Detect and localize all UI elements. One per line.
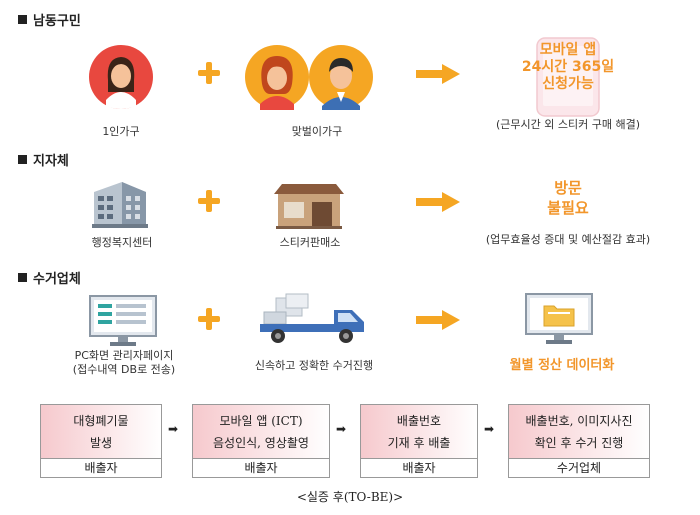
section-title-municipality: 지자체: [18, 150, 69, 169]
working-man-icon: [309, 45, 373, 110]
dual-income-label: 맞벌이가구: [291, 125, 343, 138]
collection-truck-icon: [260, 293, 364, 343]
plus-icon: [198, 62, 220, 84]
admin-building-icon: [92, 182, 148, 228]
flow-step-4: 배출번호, 이미지사진 확인 후 수거 진행 수거업체: [508, 404, 650, 478]
arrow-right-icon: [416, 64, 460, 84]
bullet-square-icon: [18, 15, 27, 24]
residents-note: (근무시간 외 스티커 구매 해결): [495, 118, 640, 131]
flow-step-1-actor: 배출자: [41, 458, 161, 477]
bullet-square-icon: [18, 273, 27, 282]
smartphone-icon: [536, 37, 600, 117]
section-title-collector: 수거업체: [18, 268, 81, 287]
plus-icon: [198, 190, 220, 212]
municipality-note: (업무효율성 증대 및 예산절감 효과): [485, 233, 651, 246]
flow-arrow-icon: ➡: [336, 422, 347, 436]
arrow-right-icon: [416, 310, 460, 330]
flow-step-2-actor: 배출자: [193, 458, 329, 477]
flow-step-2: 모바일 앱 (ICT) 음성인식, 영상촬영 배출자: [192, 404, 330, 478]
flow-step-3: 배출번호 기재 후 배출 배출자: [360, 404, 478, 478]
data-folder-monitor-icon: [525, 293, 593, 344]
pc-admin-label: PC화면 관리자페이지 (접수내역 DB로 전송): [72, 349, 176, 376]
sticker-store-label: 스티커판매소: [279, 236, 341, 249]
working-woman-icon: [245, 45, 309, 110]
bullet-square-icon: [18, 155, 27, 164]
mobile-app-result: 모바일 앱 24시간 365일 신청가능: [521, 42, 615, 92]
section-title-residents: 남동구민: [18, 10, 81, 29]
plus-icon: [198, 308, 220, 330]
single-household-label: 1인가구: [102, 125, 140, 138]
arrow-right-icon: [416, 192, 460, 212]
flow-step-1: 대형폐기물 발생 배출자: [40, 404, 162, 478]
flow-arrow-icon: ➡: [484, 422, 495, 436]
diagram-caption: <실증 후(TO-BE)>: [296, 490, 404, 504]
monthly-settlement-result: 월별 정산 데이터화: [509, 358, 615, 373]
admin-center-label: 행정복지센터: [91, 236, 153, 249]
flow-arrow-icon: ➡: [168, 422, 179, 436]
no-visit-result: 방문 불필요: [547, 179, 589, 217]
single-household-icon: [89, 45, 153, 109]
sticker-store-icon: [274, 184, 344, 229]
flow-step-3-actor: 배출자: [361, 458, 477, 477]
truck-label: 신속하고 정확한 수거진행: [254, 359, 374, 372]
flow-step-4-actor: 수거업체: [509, 458, 649, 477]
pc-monitor-icon: [89, 295, 157, 346]
